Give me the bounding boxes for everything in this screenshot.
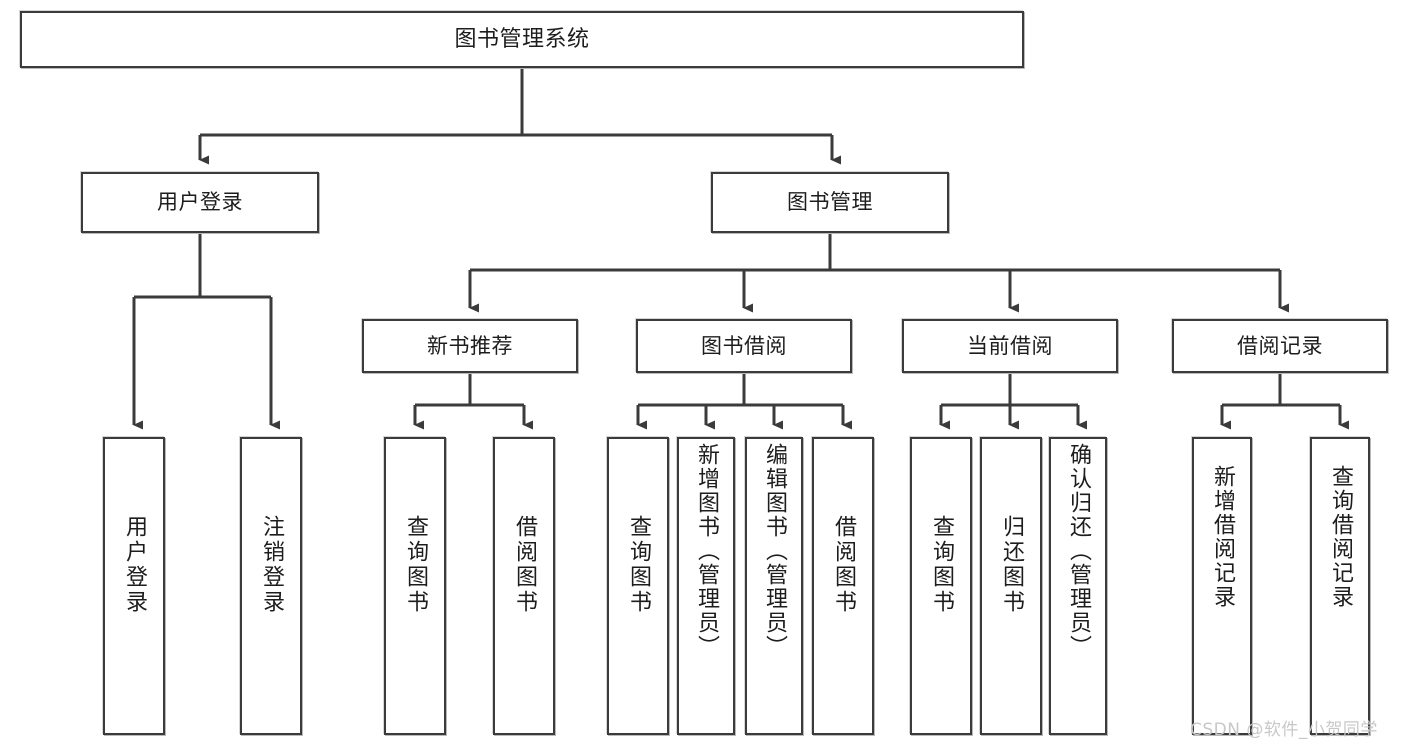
node-leaf-confirm-return-admin-label: 确认归还（管理员） <box>1066 443 1091 659</box>
node-leaf-user-login-label: 用户登录 <box>122 515 147 615</box>
node-leaf-return-book[interactable]: 归还图书 <box>980 437 1042 735</box>
node-book-manage-label: 图书管理 <box>787 190 873 215</box>
node-leaf-add-book-admin[interactable]: 新增图书（管理员） <box>677 437 735 735</box>
watermark: CSDN @软件_小贺同学 <box>1190 720 1378 740</box>
node-leaf-borrow-book-1-label: 借阅图书 <box>512 515 537 615</box>
node-new-book-recommend-label: 新书推荐 <box>427 333 513 358</box>
node-root-label: 图书管理系统 <box>454 26 590 52</box>
node-book-borrow[interactable]: 图书借阅 <box>636 319 852 373</box>
node-leaf-return-book-label: 归还图书 <box>999 515 1024 615</box>
node-book-manage[interactable]: 图书管理 <box>711 172 949 233</box>
node-current-borrow-label: 当前借阅 <box>967 333 1053 358</box>
node-user-login[interactable]: 用户登录 <box>81 172 319 233</box>
node-leaf-edit-book-admin-label: 编辑图书（管理员） <box>762 443 787 659</box>
node-leaf-query-book-3-label: 查询图书 <box>929 515 954 615</box>
node-leaf-query-borrow-record[interactable]: 查询借阅记录 <box>1310 437 1370 735</box>
node-leaf-query-borrow-record-label: 查询借阅记录 <box>1328 465 1353 609</box>
node-leaf-query-book-1[interactable]: 查询图书 <box>384 437 446 735</box>
node-leaf-query-book-1-label: 查询图书 <box>403 515 428 615</box>
node-leaf-query-book-2[interactable]: 查询图书 <box>607 437 669 735</box>
node-leaf-edit-book-admin[interactable]: 编辑图书（管理员） <box>745 437 803 735</box>
node-root[interactable]: 图书管理系统 <box>20 11 1024 68</box>
node-leaf-logout-login[interactable]: 注销登录 <box>240 437 302 735</box>
node-leaf-confirm-return-admin[interactable]: 确认归还（管理员） <box>1049 437 1107 735</box>
node-leaf-add-book-admin-label: 新增图书（管理员） <box>694 443 719 659</box>
node-borrow-record-label: 借阅记录 <box>1237 333 1323 358</box>
node-leaf-add-borrow-record-label: 新增借阅记录 <box>1210 465 1235 609</box>
node-book-borrow-label: 图书借阅 <box>701 333 787 358</box>
node-leaf-query-book-2-label: 查询图书 <box>626 515 651 615</box>
node-leaf-borrow-book-2-label: 借阅图书 <box>831 515 856 615</box>
node-leaf-add-borrow-record[interactable]: 新增借阅记录 <box>1192 437 1252 735</box>
node-borrow-record[interactable]: 借阅记录 <box>1172 319 1388 373</box>
node-leaf-borrow-book-2[interactable]: 借阅图书 <box>812 437 874 735</box>
node-user-login-label: 用户登录 <box>157 190 243 215</box>
node-leaf-query-book-3[interactable]: 查询图书 <box>910 437 972 735</box>
node-leaf-logout-login-label: 注销登录 <box>259 515 284 615</box>
node-leaf-user-login[interactable]: 用户登录 <box>103 437 165 735</box>
node-current-borrow[interactable]: 当前借阅 <box>902 319 1118 373</box>
node-new-book-recommend[interactable]: 新书推荐 <box>362 319 578 373</box>
node-leaf-borrow-book-1[interactable]: 借阅图书 <box>493 437 555 735</box>
